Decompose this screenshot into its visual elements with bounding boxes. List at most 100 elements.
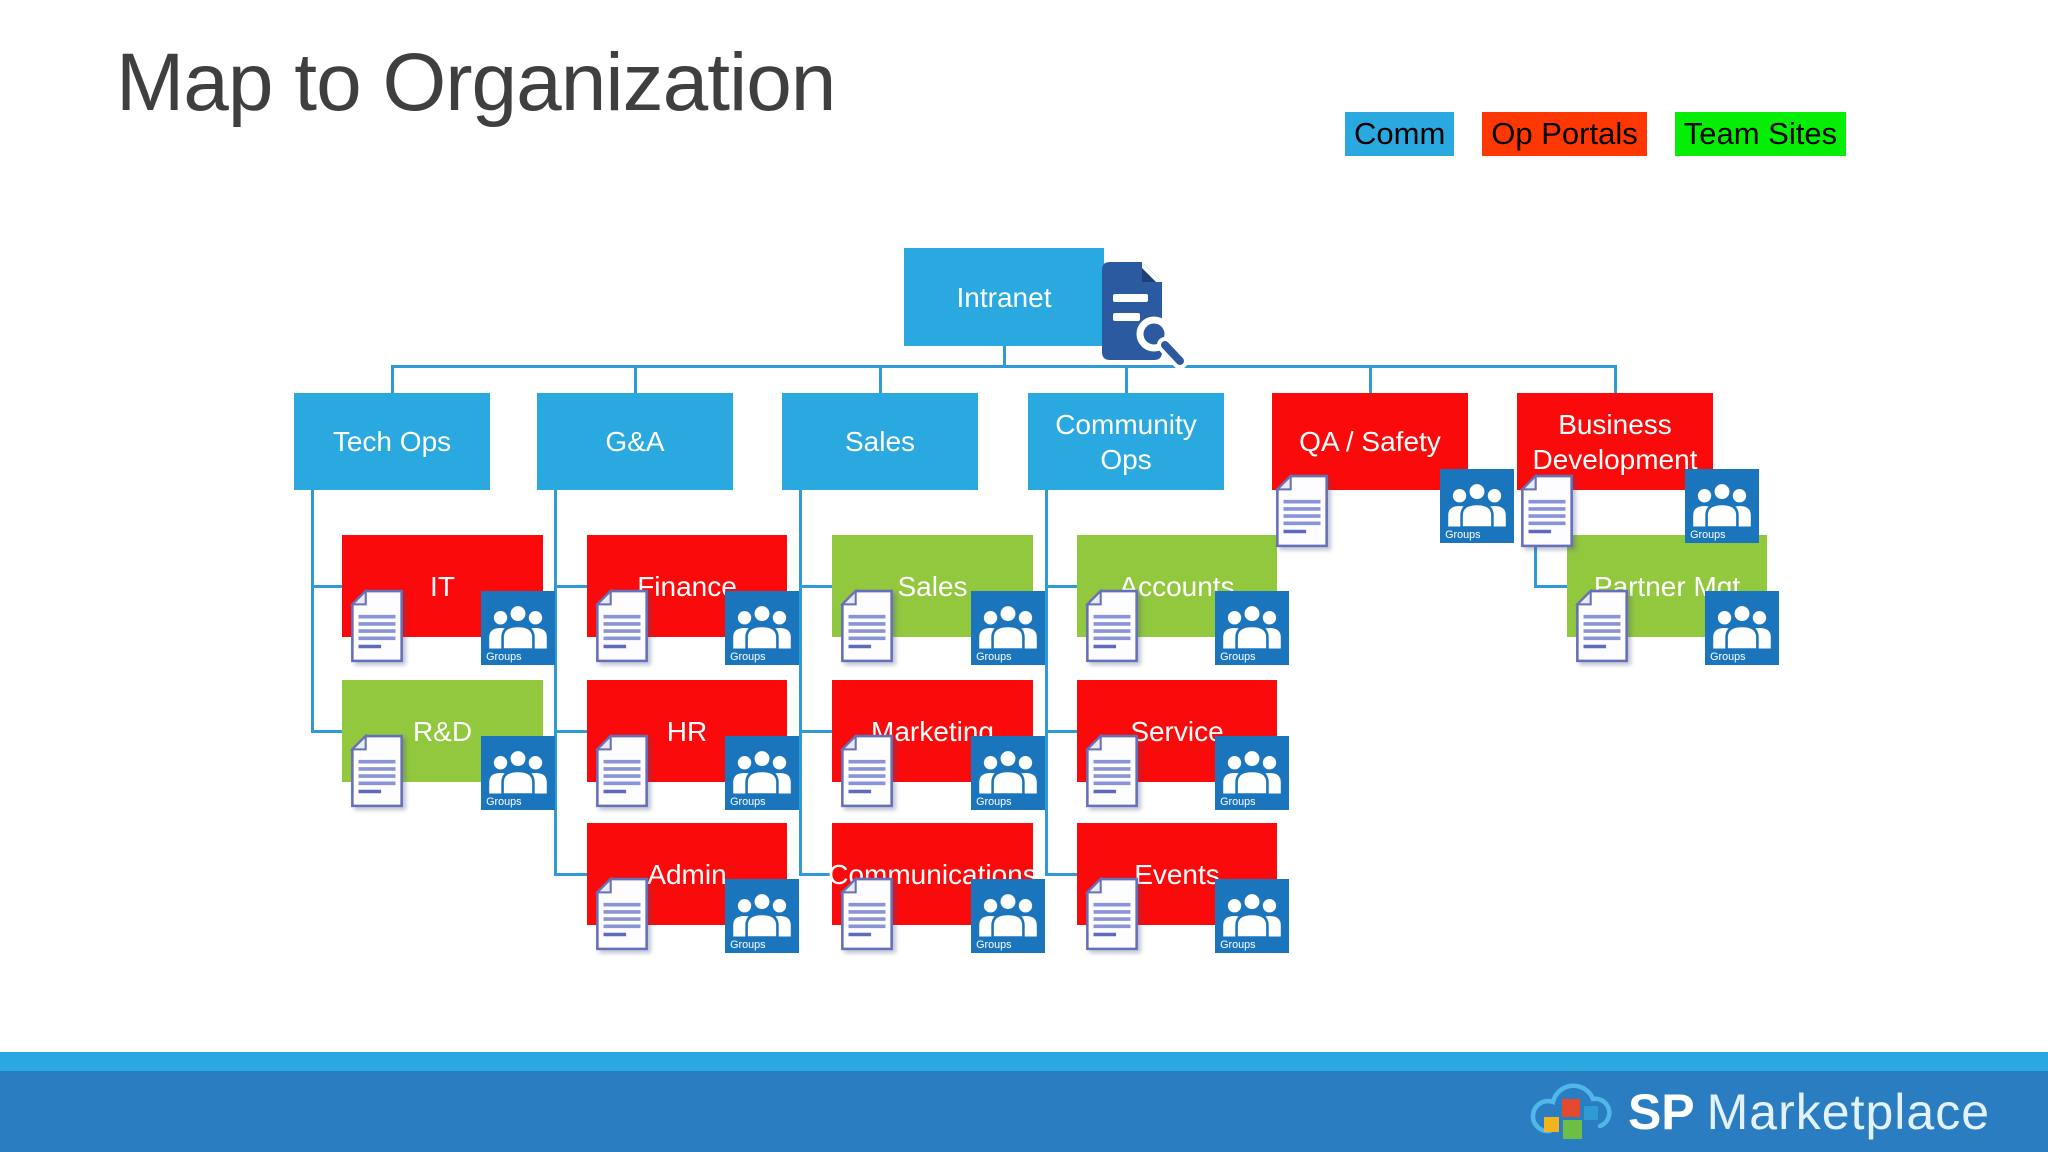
svg-text:Groups: Groups xyxy=(486,651,521,663)
page-title: Map to Organization xyxy=(116,37,836,128)
svg-text:Groups: Groups xyxy=(730,651,765,663)
org-node-label: Service xyxy=(1130,715,1224,747)
brand-name-light: Marketplace xyxy=(1706,1083,1990,1140)
connector-line xyxy=(878,365,882,395)
brand-name-bold: SP xyxy=(1627,1083,1695,1140)
connector-line xyxy=(1045,872,1077,876)
groups-icon: Groups xyxy=(971,591,1045,665)
org-node-label: Events xyxy=(1134,858,1220,890)
document-icon xyxy=(1274,474,1328,548)
document-icon xyxy=(839,877,893,951)
groups-icon: Groups xyxy=(1440,469,1514,543)
legend-item-team-sites: Team Sites xyxy=(1674,112,1847,156)
org-node-bizdev: Business Development xyxy=(1517,393,1713,490)
groups-icon: Groups xyxy=(1215,879,1289,953)
document-icon xyxy=(1519,474,1573,548)
svg-text:Groups: Groups xyxy=(1220,651,1255,663)
legend-item-comm: Comm xyxy=(1345,112,1455,156)
svg-text:Groups: Groups xyxy=(1710,651,1745,663)
svg-text:Groups: Groups xyxy=(1690,529,1725,541)
document-icon xyxy=(594,734,648,808)
footer-bar: SP Marketplace xyxy=(0,1071,2048,1152)
svg-text:Groups: Groups xyxy=(486,796,521,808)
org-node-label: G&A xyxy=(605,426,665,457)
document-icon xyxy=(594,589,648,663)
svg-text:Groups: Groups xyxy=(1220,796,1255,808)
org-node-tech-ops: Tech Ops xyxy=(294,393,490,490)
connector-line xyxy=(1613,365,1617,395)
org-node-label: Finance xyxy=(637,570,737,602)
document-icon xyxy=(594,877,648,951)
document-icon xyxy=(839,734,893,808)
connector-line xyxy=(554,584,587,588)
connector-line xyxy=(311,488,314,733)
brand-logo: SP Marketplace xyxy=(1522,1073,1990,1151)
svg-text:Groups: Groups xyxy=(1220,939,1255,951)
footer-accent-strip xyxy=(0,1052,2048,1071)
org-node-community-ops: Community Ops xyxy=(1028,393,1224,490)
document-icon xyxy=(1084,734,1138,808)
document-search-icon xyxy=(1102,262,1188,369)
svg-text:Groups: Groups xyxy=(730,796,765,808)
org-node-intranet: Intranet xyxy=(904,248,1104,346)
connector-line xyxy=(1002,346,1006,368)
org-node-label: R&D xyxy=(412,715,473,747)
groups-icon: Groups xyxy=(1685,469,1759,543)
connector-line xyxy=(1534,584,1567,588)
org-node-label: Community Ops xyxy=(1055,408,1197,475)
document-icon xyxy=(1084,589,1138,663)
groups-icon: Groups xyxy=(1215,591,1289,665)
legend-item-op-portals: Op Portals xyxy=(1482,112,1647,156)
groups-icon: Groups xyxy=(971,879,1045,953)
groups-icon: Groups xyxy=(481,591,555,665)
connector-line xyxy=(1045,584,1077,588)
groups-icon: Groups xyxy=(481,736,555,810)
org-node-label: Sales xyxy=(844,426,916,457)
connector-line xyxy=(554,488,557,876)
document-icon xyxy=(349,589,403,663)
groups-icon: Groups xyxy=(725,591,799,665)
org-node-label: QA / Safety xyxy=(1299,426,1441,457)
document-icon xyxy=(1084,877,1138,951)
groups-icon: Groups xyxy=(725,879,799,953)
org-node-accounts: Accounts xyxy=(1077,535,1277,637)
document-icon xyxy=(349,734,403,808)
connector-line xyxy=(311,729,342,733)
connector-line xyxy=(1045,729,1077,733)
document-icon xyxy=(839,589,893,663)
connector-line xyxy=(1124,365,1128,395)
org-node-label: Intranet xyxy=(956,281,1052,313)
connector-line xyxy=(1045,488,1048,876)
org-node-qa-safety: QA / Safety xyxy=(1272,393,1468,490)
connector-line xyxy=(554,729,587,733)
connector-line xyxy=(633,365,637,395)
cloud-logo-icon xyxy=(1530,1083,1612,1139)
connector-line xyxy=(390,365,1617,368)
connector-line xyxy=(554,872,587,876)
connector-line xyxy=(799,584,832,588)
groups-icon: Groups xyxy=(1705,591,1779,665)
org-node-label: IT xyxy=(430,570,455,602)
connector-line xyxy=(799,488,802,876)
svg-text:Groups: Groups xyxy=(976,939,1011,951)
org-node-ga: G&A xyxy=(537,393,733,490)
svg-text:Groups: Groups xyxy=(1445,529,1480,541)
org-node-sales: Sales xyxy=(782,393,978,490)
groups-icon: Groups xyxy=(1215,736,1289,810)
org-node-label: Sales xyxy=(897,570,968,602)
connector-line xyxy=(799,872,832,876)
org-node-label: Tech Ops xyxy=(332,426,452,457)
org-node-label: Admin xyxy=(647,858,727,890)
connector-line xyxy=(390,365,394,395)
svg-text:Groups: Groups xyxy=(730,939,765,951)
svg-text:Groups: Groups xyxy=(976,651,1011,663)
connector-line xyxy=(1368,365,1372,395)
connector-line xyxy=(799,729,832,733)
svg-text:Groups: Groups xyxy=(976,796,1011,808)
org-node-label: HR xyxy=(666,715,708,747)
groups-icon: Groups xyxy=(971,736,1045,810)
legend: Comm Op Portals Team Sites xyxy=(1345,112,1847,156)
connector-line xyxy=(311,584,342,588)
